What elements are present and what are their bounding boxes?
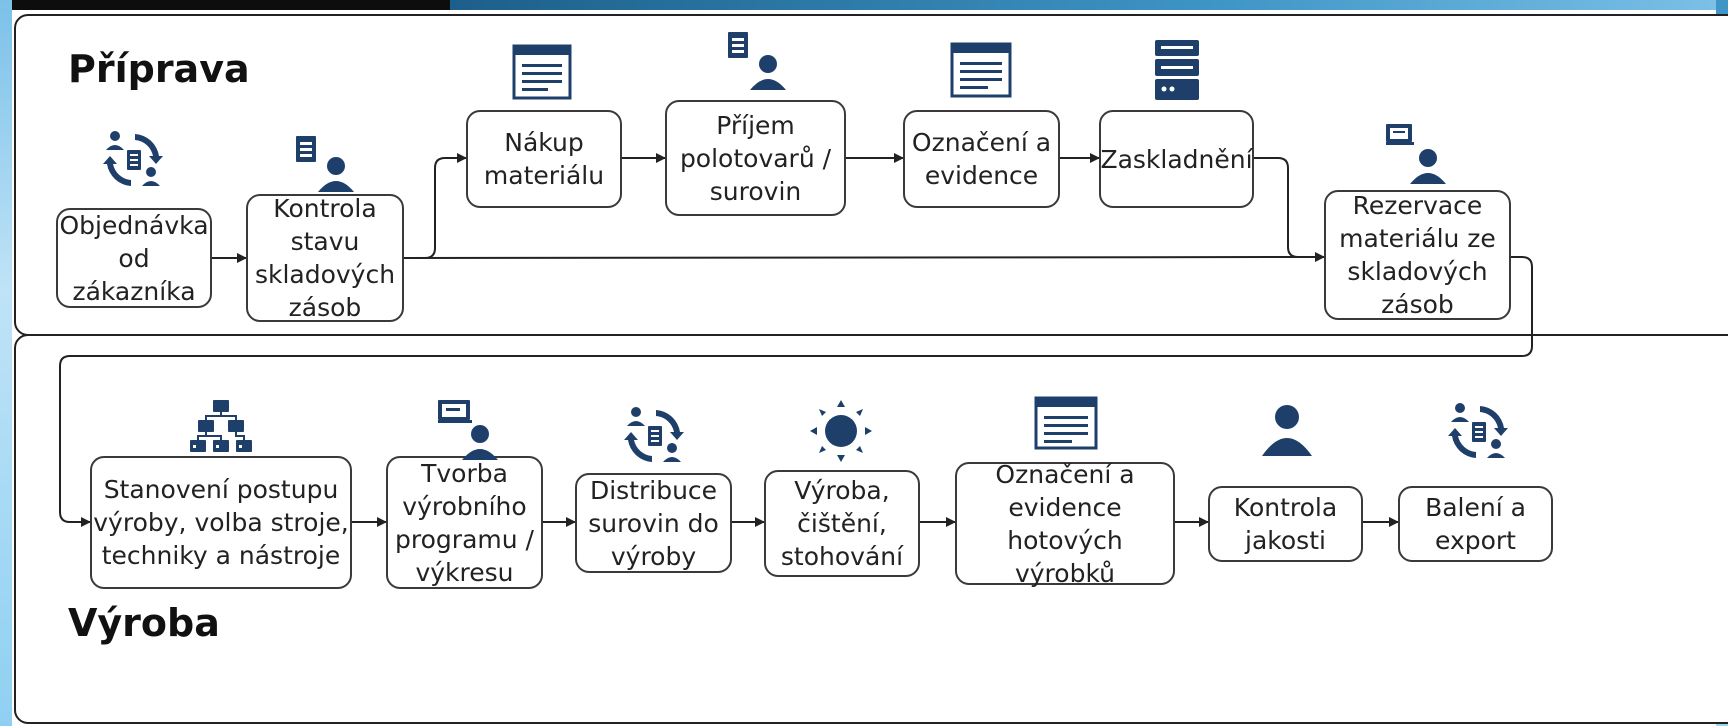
node-label: Kontrola jakosti [1233, 493, 1338, 555]
sun-gear-icon [810, 400, 872, 462]
node-label: Označení a evidence hotových výrobků [995, 459, 1135, 588]
people-cycle-icon [103, 131, 163, 186]
node-nakup: Nákup materiálu [466, 110, 622, 208]
person-icon [1262, 405, 1312, 456]
section-title-priprava: Příprava [68, 47, 250, 91]
node-vyroba-cisteni: Výroba, čištění, stohování [764, 470, 920, 577]
node-prijem: Příjem polotovarů / surovin [665, 100, 846, 216]
arrow-kontrola-rezervace [403, 252, 1325, 263]
laptop-person-icon [438, 400, 498, 460]
node-baleni: Balení a export [1398, 486, 1553, 562]
background-top-left [0, 0, 450, 10]
browser-window-icon [512, 44, 572, 100]
browser-window-icon [1034, 396, 1098, 450]
node-objednavka: Objednávka od zákazníka [56, 208, 212, 308]
node-label: Balení a export [1425, 493, 1526, 555]
server-icon [1155, 40, 1199, 100]
node-label: Objednávka od zákazníka [59, 210, 209, 306]
node-kontrola-jakosti: Kontrola jakosti [1208, 486, 1363, 562]
node-label: Rezervace materiálu ze skladových zásob [1339, 191, 1496, 319]
node-label: Výroba, čištění, stohování [780, 476, 904, 571]
node-label: Kontrola stavu skladových zásob [254, 194, 396, 322]
org-chart-icon [190, 400, 252, 452]
node-oznaceni-hotovych: Označení a evidence hotových výrobků [955, 460, 1175, 588]
node-label: Distribuce surovin do výroby [588, 475, 719, 571]
section-title-vyroba: Výroba [68, 601, 220, 645]
people-cycle-icon [1448, 403, 1508, 458]
node-label: Tvorba výrobního programu / výkresu [395, 458, 534, 587]
node-label: Označení a evidence [911, 128, 1052, 190]
node-tvorba: Tvorba výrobního programu / výkresu [386, 456, 543, 589]
node-oznaceni: Označení a evidence [903, 110, 1060, 208]
arrow-rezervace-stanoveni [59, 256, 1533, 527]
document-person-icon [296, 136, 354, 192]
people-cycle-icon [624, 407, 684, 462]
background-left-edge [0, 0, 12, 726]
arrow-kontrola-nakup [404, 153, 467, 259]
node-distribuce: Distribuce surovin do výroby [575, 473, 732, 573]
node-kontrola-stavu: Kontrola stavu skladových zásob [246, 194, 404, 322]
background-top-right [450, 0, 1728, 10]
arrow-zaskladneni-rezervace [1254, 157, 1324, 258]
node-rezervace: Rezervace materiálu ze skladových zásob [1324, 190, 1511, 320]
document-person-icon [728, 32, 786, 90]
node-label: Nákup materiálu [483, 128, 605, 190]
node-stanoveni: Stanovení postupu výroby, volba stroje, … [90, 456, 352, 589]
node-label: Příjem polotovarů / surovin [679, 110, 832, 206]
node-label: Stanovení postupu výroby, volba stroje, … [93, 475, 349, 570]
node-label: Zaskladnění [1100, 144, 1253, 174]
node-zaskladneni: Zaskladnění [1099, 110, 1254, 208]
laptop-person-icon [1386, 124, 1446, 184]
browser-window-icon [950, 42, 1012, 98]
